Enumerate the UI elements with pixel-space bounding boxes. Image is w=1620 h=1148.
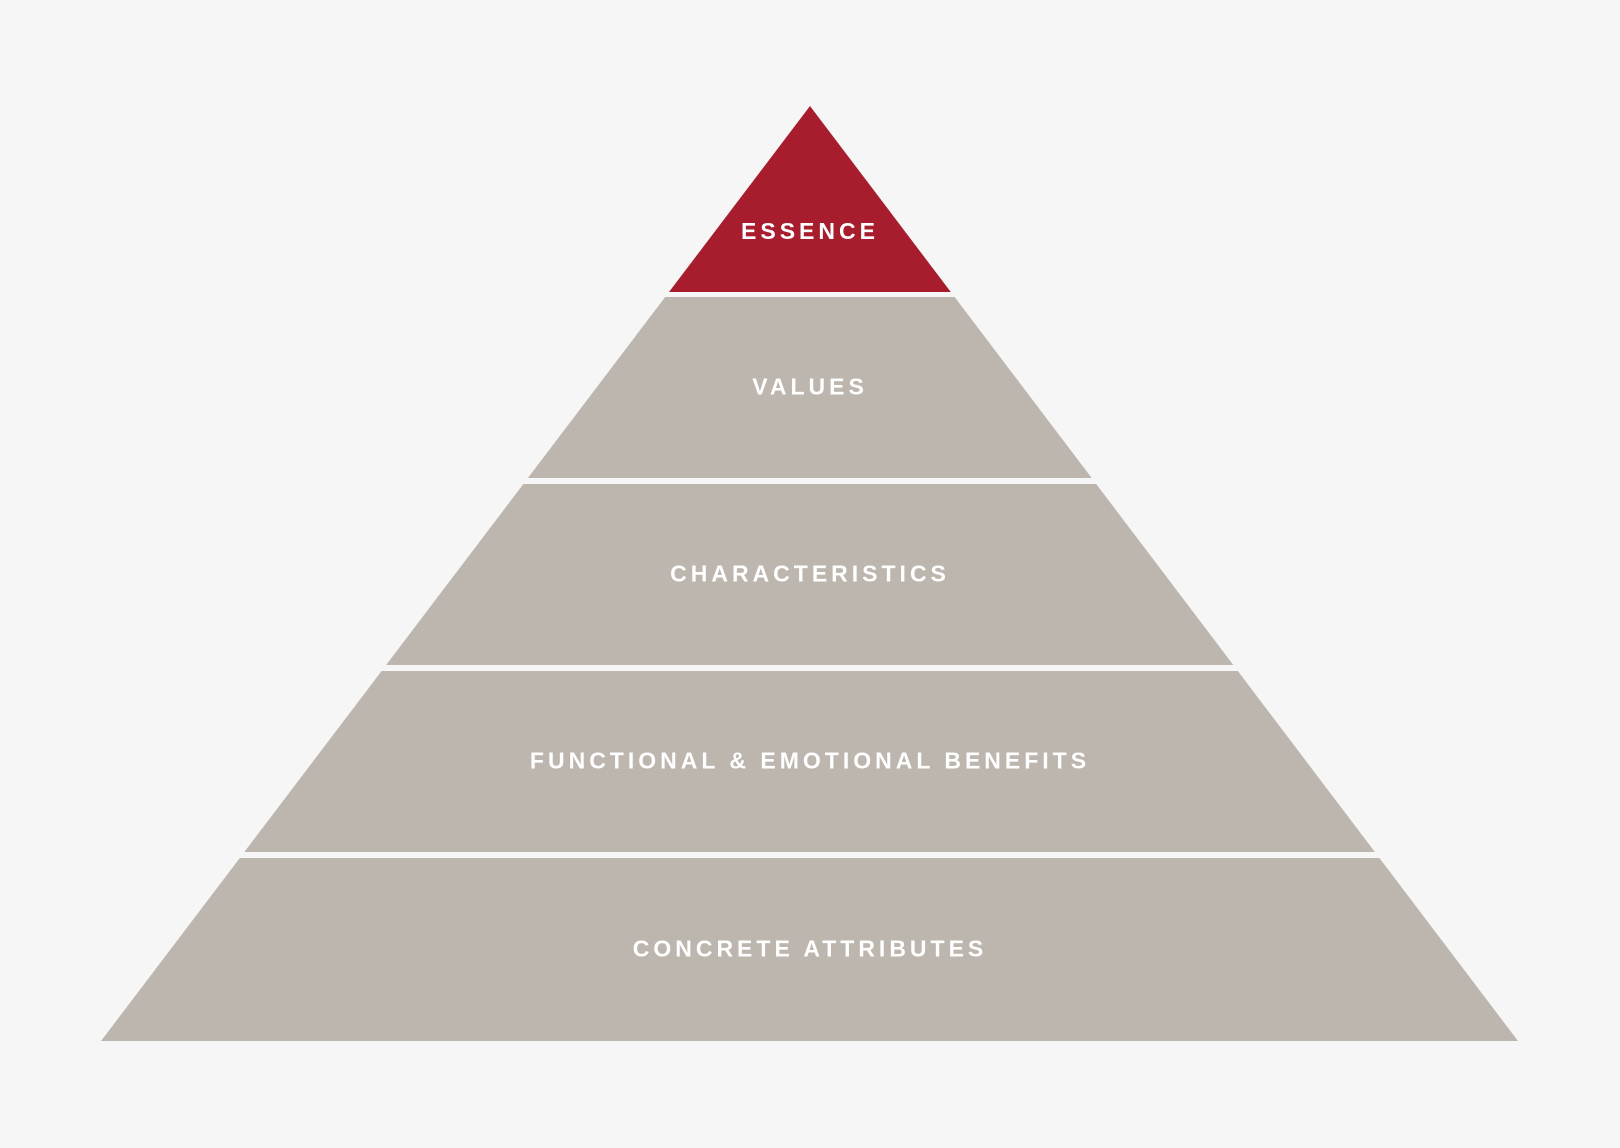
pyramid-layer-concrete-attributes: CONCRETE ATTRIBUTES bbox=[101, 858, 1518, 1041]
pyramid-layer-benefits: FUNCTIONAL & EMOTIONAL BENEFITS bbox=[244, 671, 1375, 852]
pyramid-label-benefits: FUNCTIONAL & EMOTIONAL BENEFITS bbox=[530, 748, 1090, 774]
pyramid-shape-values bbox=[527, 297, 1092, 478]
pyramid-layer-essence: ESSENCE bbox=[669, 106, 951, 292]
pyramid-label-essence: ESSENCE bbox=[741, 218, 879, 244]
pyramid-shape-concrete-attributes bbox=[101, 858, 1518, 1041]
pyramid-label-concrete-attributes: CONCRETE ATTRIBUTES bbox=[633, 936, 988, 962]
pyramid-shape-essence bbox=[669, 106, 951, 292]
pyramid-label-characteristics: CHARACTERISTICS bbox=[670, 561, 950, 587]
pyramid-shape-benefits bbox=[244, 671, 1375, 852]
pyramid-layer-values: VALUES bbox=[527, 297, 1092, 478]
pyramid-layer-characteristics: CHARACTERISTICS bbox=[386, 484, 1234, 665]
pyramid-shape-characteristics bbox=[386, 484, 1234, 665]
pyramid-label-values: VALUES bbox=[752, 374, 868, 400]
